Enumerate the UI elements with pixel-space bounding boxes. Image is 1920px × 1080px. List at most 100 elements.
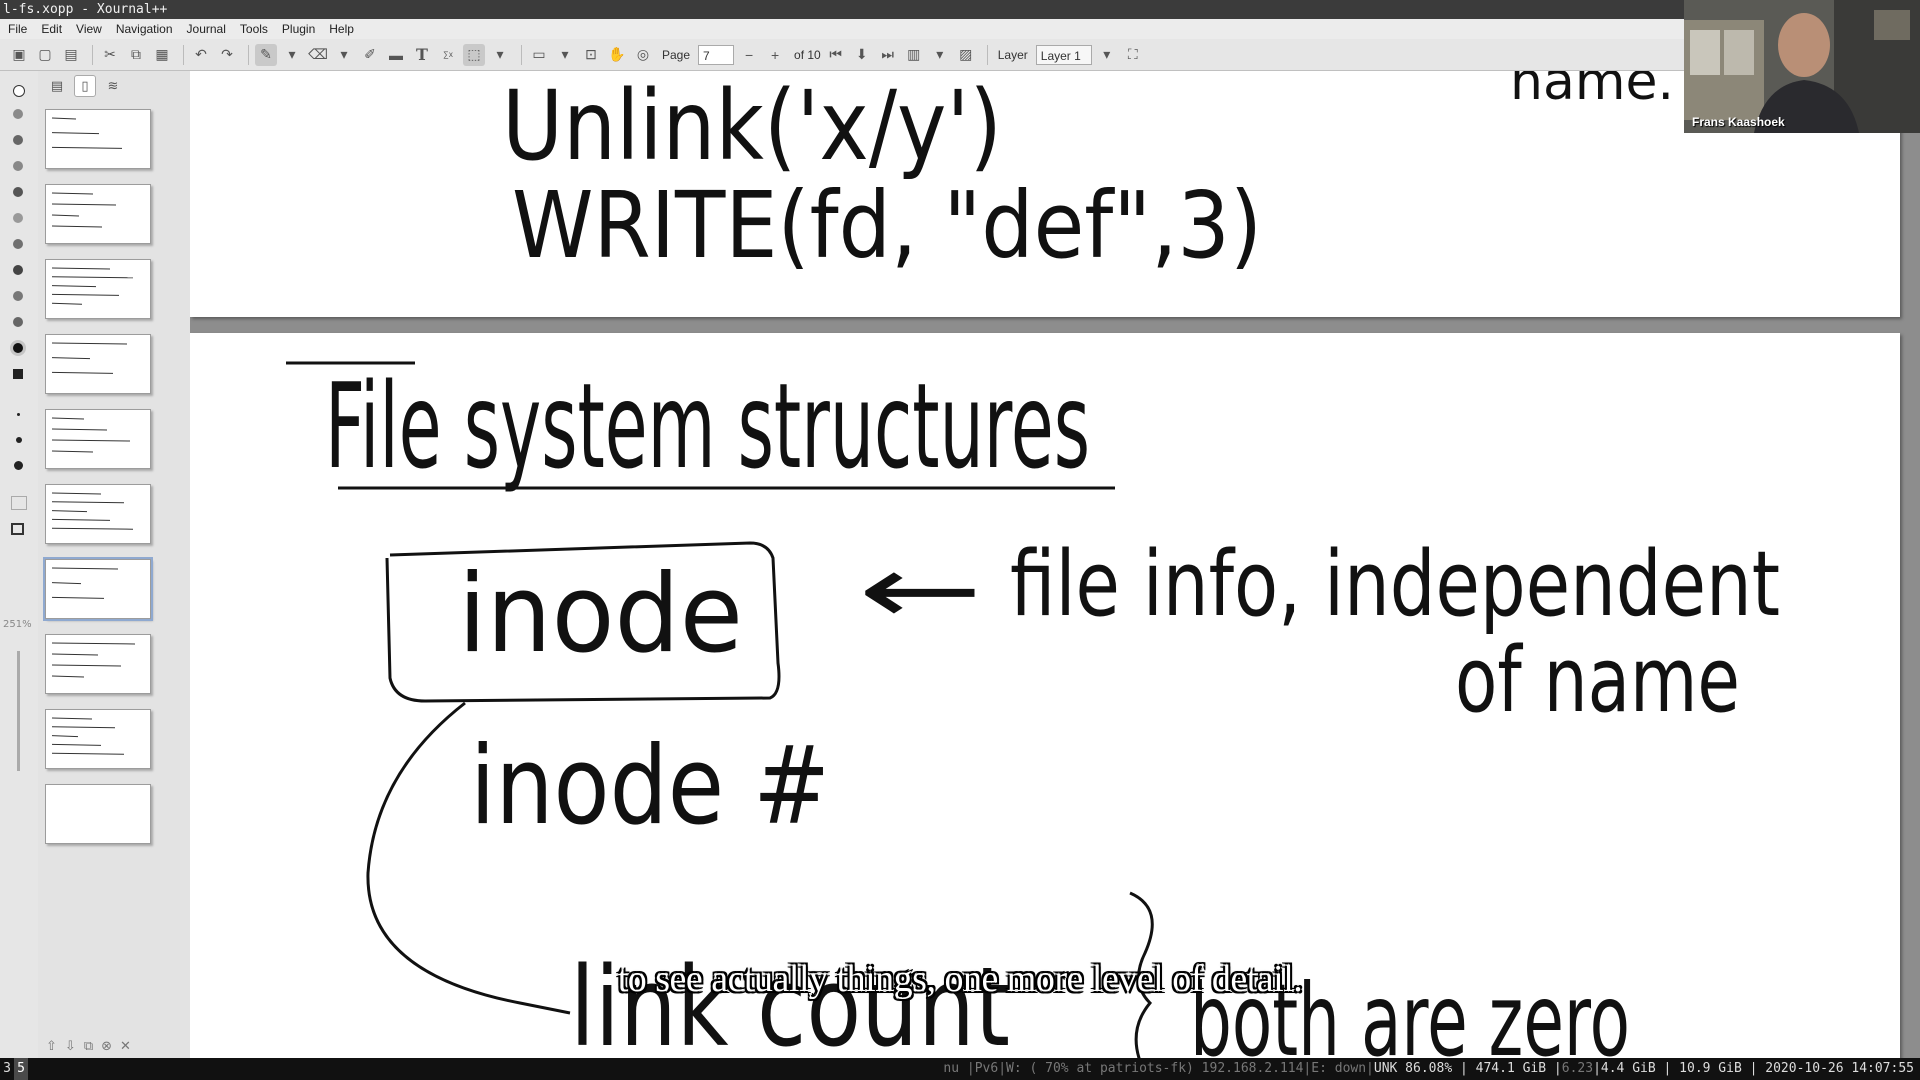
page-thumbnail[interactable]: [45, 334, 151, 394]
page-thumbnail[interactable]: [45, 409, 151, 469]
page-thumbnail[interactable]: [45, 484, 151, 544]
highlighter-icon[interactable]: ✐: [364, 46, 376, 62]
chevron-down-icon[interactable]: ▾: [936, 46, 944, 62]
eraser-icon[interactable]: ⌫: [308, 46, 328, 62]
shape-rectangle-icon[interactable]: [11, 523, 24, 535]
ink-inode-box: [385, 541, 781, 703]
undo-icon[interactable]: ↶: [195, 46, 207, 62]
page-thumbnail[interactable]: [45, 634, 151, 694]
page-thumbnail[interactable]: [45, 259, 151, 319]
color-swatch-icon[interactable]: [13, 265, 23, 275]
first-page-icon[interactable]: ⏮: [829, 46, 843, 62]
color-picker-icon[interactable]: [13, 369, 23, 379]
page-increment-icon[interactable]: +: [770, 46, 780, 63]
ink-layer: File system structures inode ← file info…: [286, 357, 1780, 1058]
page-thumbnail[interactable]: [45, 184, 151, 244]
page-previous[interactable]: Unlink('x/y') WRITE(fd, "def",3) name.: [190, 71, 1900, 317]
fullscreen-icon[interactable]: ⛶: [1127, 46, 1138, 62]
thumbnail-ink: [51, 192, 94, 195]
color-black-icon[interactable]: [13, 343, 23, 353]
color-swatch-icon[interactable]: [13, 135, 23, 145]
math-tex-icon[interactable]: ∑x: [443, 50, 453, 59]
delete-page-icon[interactable]: ▨: [959, 46, 973, 62]
chevron-down-icon[interactable]: ▾: [340, 46, 348, 62]
workspace-5[interactable]: 5: [14, 1058, 28, 1080]
outline-tab-icon[interactable]: ▤: [50, 78, 64, 94]
new-document-icon[interactable]: ▢: [38, 46, 52, 62]
fill-icon[interactable]: [11, 496, 27, 510]
layer-select[interactable]: Layer 1: [1035, 44, 1092, 65]
page-number-input[interactable]: 7: [698, 44, 735, 65]
page-preview-sidebar: ▤ ▯ ≋ ⇧ ⇩ ⧉ ⊗ ✕: [38, 71, 191, 1058]
zoom-slider[interactable]: [17, 651, 20, 771]
thumbnail-ink: [51, 518, 111, 521]
page-preview-tab-icon[interactable]: ▯: [74, 75, 96, 97]
menu-plugin[interactable]: Plugin: [281, 22, 316, 36]
page-thumbnail[interactable]: [45, 709, 151, 769]
thumbnail-scribbles: [51, 342, 128, 374]
menu-help[interactable]: Help: [329, 22, 354, 36]
hand-tool-icon[interactable]: ✋: [608, 46, 626, 62]
open-document-icon[interactable]: ▤: [64, 46, 78, 62]
save-icon[interactable]: ▣: [12, 46, 26, 62]
thickness-fine-icon[interactable]: [17, 413, 20, 416]
chevron-down-icon[interactable]: ▾: [561, 46, 569, 62]
menu-tools[interactable]: Tools: [239, 22, 268, 36]
ink-brace: [1129, 891, 1154, 1058]
move-page-up-icon[interactable]: ⇧: [46, 1038, 57, 1054]
move-page-down-icon[interactable]: ⇩: [64, 1038, 76, 1054]
last-page-icon[interactable]: ⏭: [881, 46, 895, 62]
vertical-space-icon[interactable]: ▭: [532, 46, 546, 62]
copy-page-icon[interactable]: ⧉: [83, 1038, 94, 1054]
thumbnail-scribbles: [51, 717, 125, 755]
page-thumbnail[interactable]: [45, 109, 151, 169]
memory-status: 4.4 GiB: [1600, 1061, 1656, 1076]
menu-navigation[interactable]: Navigation: [115, 22, 173, 36]
image-icon[interactable]: ▬: [389, 46, 403, 63]
ink-title: File system structures: [325, 357, 1090, 495]
copy-icon[interactable]: ⧉: [131, 46, 141, 62]
thickness-thick-icon[interactable]: [14, 461, 23, 470]
color-swatch-icon[interactable]: [13, 109, 23, 119]
chevron-down-icon[interactable]: ▾: [288, 46, 296, 62]
window-titlebar: l-fs.xopp - Xournal++: [0, 0, 1920, 19]
next-annotated-page-icon[interactable]: ⬇: [855, 46, 868, 62]
menu-journal[interactable]: Journal: [186, 22, 226, 36]
document-canvas[interactable]: Unlink('x/y') WRITE(fd, "def",3) name. F…: [190, 71, 1920, 1058]
color-swatch-icon[interactable]: [13, 291, 23, 301]
page-thumbnail[interactable]: [43, 557, 153, 621]
delete-page-icon[interactable]: ⊗: [101, 1038, 113, 1054]
color-swatch-icon[interactable]: [13, 187, 23, 197]
close-icon[interactable]: ✕: [120, 1038, 131, 1054]
thickness-medium-icon[interactable]: [16, 437, 22, 443]
menu-view[interactable]: View: [76, 22, 102, 36]
color-swatch-icon[interactable]: [13, 317, 23, 327]
thumbnail-ink: [51, 752, 125, 755]
color-swatch-icon[interactable]: [13, 239, 23, 249]
select-rectangle-icon[interactable]: ⬚: [463, 43, 485, 66]
thumbnail-ink: [51, 653, 99, 656]
chevron-down-icon[interactable]: ▾: [1103, 46, 1111, 62]
menu-edit[interactable]: Edit: [41, 22, 63, 36]
page-thumbnail[interactable]: [45, 784, 151, 844]
thumbnail-ink: [51, 146, 123, 149]
audio-play-icon[interactable]: ◎: [636, 46, 650, 62]
paste-icon[interactable]: ▦: [155, 46, 169, 62]
workspace-3[interactable]: 3: [3, 1061, 11, 1076]
cut-icon[interactable]: ✂: [104, 46, 116, 62]
layer-label: Layer: [997, 47, 1028, 62]
page-decrement-icon[interactable]: −: [744, 46, 754, 63]
color-swatch-icon[interactable]: [13, 161, 23, 171]
menu-file[interactable]: File: [8, 22, 28, 36]
text-tool-icon[interactable]: T: [416, 45, 428, 64]
chevron-down-icon[interactable]: ▾: [496, 46, 504, 62]
color-white-icon[interactable]: [13, 85, 25, 97]
redo-icon[interactable]: ↷: [221, 46, 233, 62]
object-select-icon[interactable]: ⊡: [585, 46, 597, 62]
layers-tab-icon[interactable]: ≋: [107, 78, 119, 94]
page-current[interactable]: File system structures inode ← file info…: [190, 333, 1900, 1058]
clock: 2020-10-26 14:07:55: [1765, 1061, 1914, 1076]
color-swatch-icon[interactable]: [13, 213, 23, 223]
pen-icon[interactable]: ✎: [255, 43, 277, 66]
insert-page-icon[interactable]: ▥: [907, 46, 921, 62]
